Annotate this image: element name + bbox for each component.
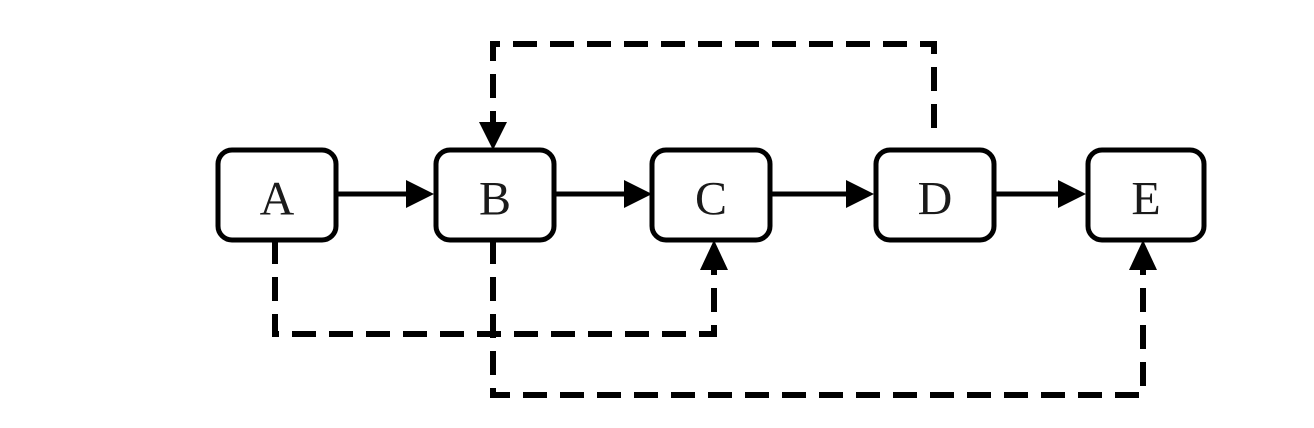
dashed-edge-a-to-c <box>272 240 728 337</box>
arrowhead <box>406 180 434 208</box>
node-b-label: B <box>479 173 511 226</box>
arrowhead <box>1129 240 1157 270</box>
arrowhead <box>479 122 507 150</box>
edge-d-to-e <box>994 180 1086 208</box>
solid-edges <box>336 180 1086 208</box>
arrowhead <box>624 180 652 208</box>
node-c: C <box>649 147 773 243</box>
node-d-label: D <box>918 173 953 226</box>
node-e: E <box>1085 147 1207 243</box>
node-a: A <box>215 147 339 243</box>
node-a-label: A <box>260 173 295 226</box>
node-d-box <box>873 147 997 243</box>
node-d: D <box>873 147 997 243</box>
node-c-label: C <box>695 173 727 226</box>
edge-a-to-b <box>336 180 434 208</box>
edge-c-to-d <box>770 180 874 208</box>
dashed-edges <box>272 41 1157 398</box>
arrowhead <box>1058 180 1086 208</box>
node-b-box <box>433 147 557 243</box>
node-b: B <box>433 147 557 243</box>
arrowhead <box>846 180 874 208</box>
node-c-box <box>649 147 773 243</box>
node-e-label: E <box>1131 173 1160 226</box>
node-e-box <box>1085 147 1207 243</box>
edge-b-to-c <box>554 180 652 208</box>
node-a-box <box>215 147 339 243</box>
dashed-edge-b-to-e <box>490 240 1157 398</box>
arrowhead <box>700 240 728 270</box>
dashed-edge-d-to-b <box>479 41 937 150</box>
